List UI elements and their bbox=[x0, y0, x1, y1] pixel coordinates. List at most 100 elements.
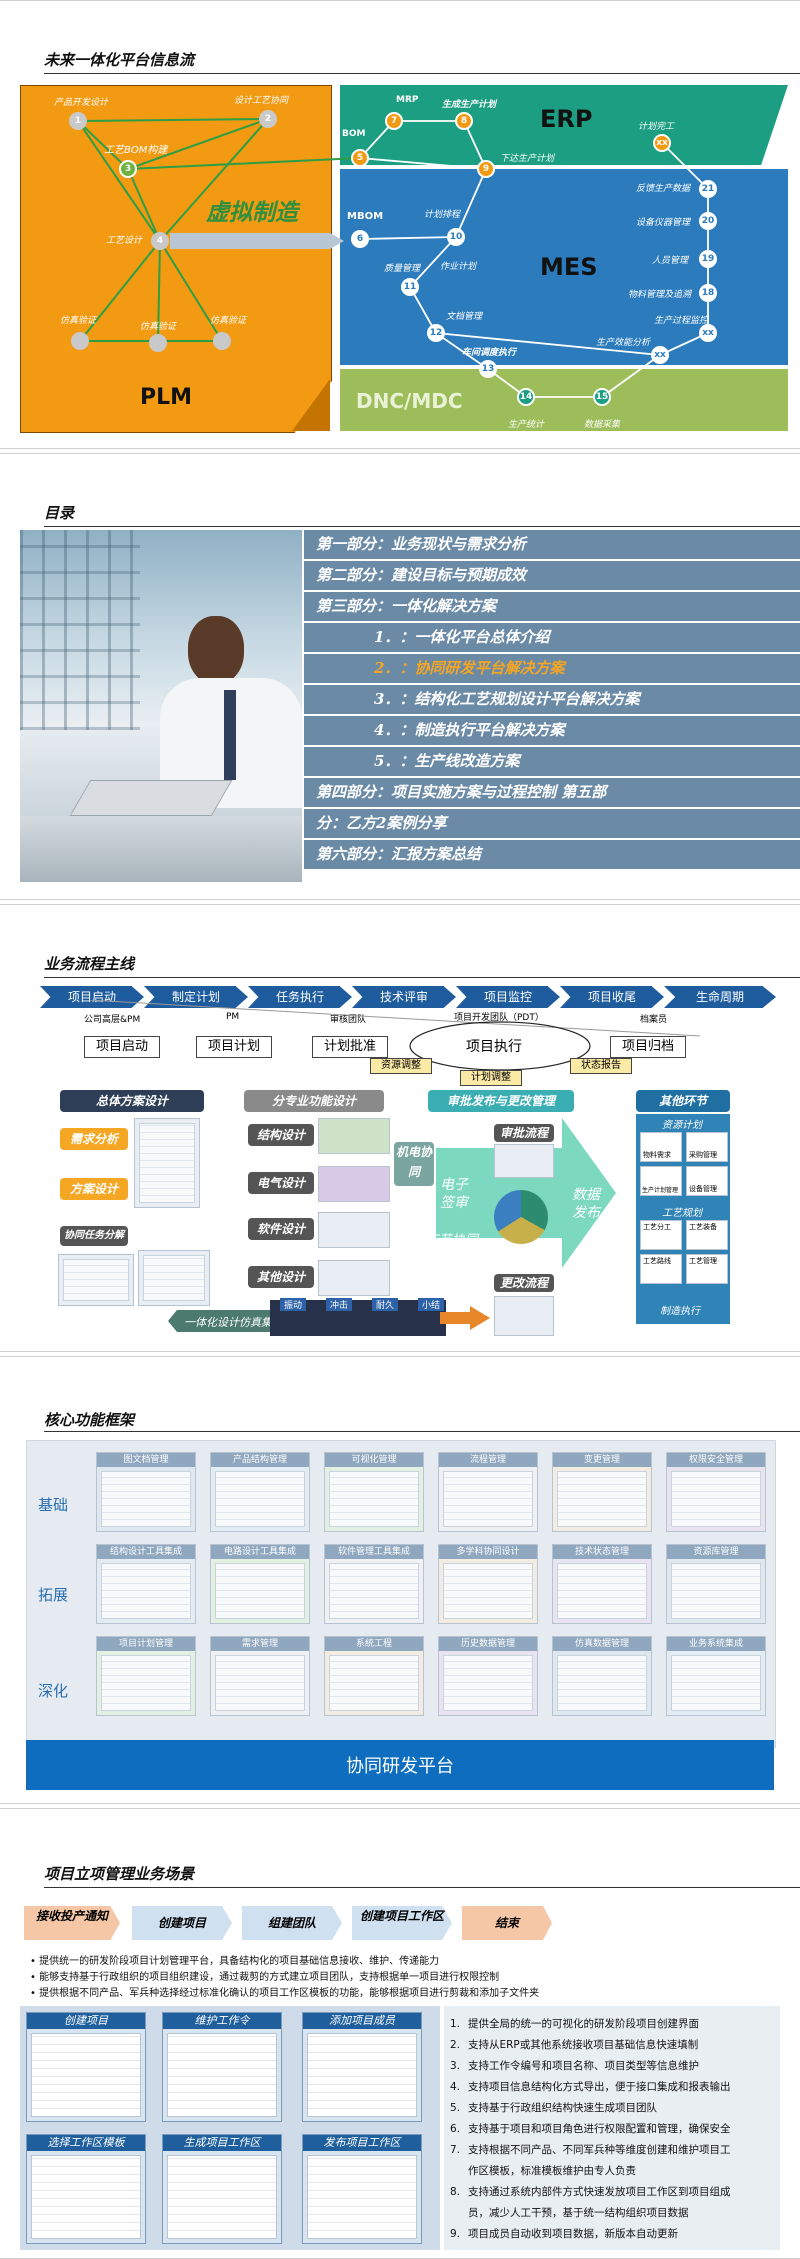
feature-text: 员，减少人工干预，基于统一结构组织项目数据 bbox=[468, 2207, 689, 2219]
toc-item-3-2[interactable]: 2．：协同研发平台解决方案 bbox=[304, 654, 800, 683]
toc-item-3-4[interactable]: 4．：制造执行平台解决方案 bbox=[304, 716, 800, 745]
review-flow: 审批流程 bbox=[494, 1124, 554, 1142]
framework-card[interactable]: 需求管理 bbox=[210, 1636, 310, 1716]
framework-card[interactable]: 电路设计工具集成 bbox=[210, 1544, 310, 1624]
framework-card-preview bbox=[443, 1471, 533, 1527]
framework-card-preview bbox=[101, 1563, 191, 1619]
platform-label: 协同研发平台 bbox=[0, 1752, 800, 1778]
mini-process-equip: 工艺装备 bbox=[686, 1220, 728, 1250]
title-rule bbox=[44, 977, 800, 978]
tag-resource-adjust: 资源调整 bbox=[370, 1058, 432, 1074]
framework-card[interactable]: 项目计划管理 bbox=[96, 1636, 196, 1716]
feature-text: 支持项目信息结构化方式导出，便于接口集成和报表输出 bbox=[468, 2081, 731, 2093]
node-11: 11 bbox=[401, 278, 419, 296]
virtual-mfg-label: 虚拟制造 bbox=[206, 193, 298, 227]
feature-text: 支持工作令编号和项目名称、项目类型等信息维护 bbox=[468, 2060, 699, 2072]
framework-card[interactable]: 业务系统集成 bbox=[666, 1636, 766, 1716]
shot-create-project: 创建项目 bbox=[26, 2012, 146, 2122]
framework-card-preview bbox=[671, 1471, 761, 1527]
label-sim-3: 仿真验证 bbox=[210, 313, 246, 326]
node-5: 5 bbox=[351, 149, 369, 167]
mfg-exec-label: 制造执行 bbox=[660, 1302, 700, 1317]
framework-card-title: 需求管理 bbox=[211, 1637, 309, 1651]
shot-create-project-title: 创建项目 bbox=[27, 2013, 145, 2029]
framework-card-title: 技术状态管理 bbox=[553, 1545, 651, 1559]
toc-item-3-5[interactable]: 5．：生产线改造方案 bbox=[304, 747, 800, 776]
row-label-deepen: 深化 bbox=[38, 1680, 68, 1701]
framework-card-preview bbox=[671, 1655, 761, 1711]
node-19: 19 bbox=[699, 250, 717, 268]
feature-item: 7.支持根据不同产品、不同军兵种等维度创建和维护项目工 bbox=[450, 2142, 731, 2157]
bullet-3-text: 提供根据不同产品、军兵种选择经过标准化确认的项目工作区模板的功能，能够根据项目进… bbox=[39, 1988, 539, 1999]
row-label-basic: 基础 bbox=[38, 1494, 68, 1515]
discipline-software: 软件设计 bbox=[248, 1218, 314, 1240]
feature-item: 9.项目成员自动收到项目数据，新版本自动更新 bbox=[450, 2226, 678, 2241]
review-thumb bbox=[494, 1144, 554, 1178]
discipline-structure: 结构设计 bbox=[248, 1124, 314, 1146]
shot-add-members-title: 添加项目成员 bbox=[303, 2013, 421, 2029]
label-sim-2: 仿真验证 bbox=[140, 319, 176, 332]
framework-card-preview bbox=[443, 1563, 533, 1619]
framework-card-title: 结构设计工具集成 bbox=[97, 1545, 195, 1559]
node-21: 21 bbox=[699, 180, 717, 198]
toc-item-part1[interactable]: 第一部分：业务现状与需求分析 bbox=[304, 530, 800, 559]
framework-card[interactable]: 资源库管理 bbox=[666, 1544, 766, 1624]
label-gen-plan: 生成生产计划 bbox=[442, 97, 496, 110]
framework-card[interactable]: 软件管理工具集成 bbox=[324, 1544, 424, 1624]
mini-production-label: 生产计划管理 bbox=[642, 1185, 678, 1194]
label-bom: BOM bbox=[342, 129, 365, 139]
framework-card[interactable]: 产品结构管理 bbox=[210, 1452, 310, 1532]
feature-item: 作区模板，标准模板维护由专人负责 bbox=[450, 2163, 636, 2178]
feature-text: 提供全局的统一的可视化的研发阶段项目创建界面 bbox=[468, 2018, 699, 2030]
feature-number: 5. bbox=[450, 2102, 468, 2114]
framework-card-title: 资源库管理 bbox=[667, 1545, 765, 1559]
feature-item: 5.支持基于行政组织结构快速生成项目团队 bbox=[450, 2100, 657, 2115]
feature-number: 8. bbox=[450, 2186, 468, 2198]
label-process-collab: 设计工艺协同 bbox=[234, 93, 288, 106]
framework-card-title: 项目计划管理 bbox=[97, 1637, 195, 1651]
toc-item-part6[interactable]: 第六部分：汇报方案总结 bbox=[304, 840, 800, 869]
shot-publish-workspace: 发布项目工作区 bbox=[302, 2134, 422, 2244]
framework-card[interactable]: 仿真数据管理 bbox=[552, 1636, 652, 1716]
slide-title: 项目立项管理业务场景 bbox=[44, 1863, 194, 1884]
node-xx-erp: xx bbox=[653, 134, 671, 152]
framework-card[interactable]: 技术状态管理 bbox=[552, 1544, 652, 1624]
feature-item: 1.提供全局的统一的可视化的研发阶段项目创建界面 bbox=[450, 2016, 699, 2031]
framework-card[interactable]: 图文档管理 bbox=[96, 1452, 196, 1532]
resource-plan-label: 资源计划 bbox=[662, 1116, 702, 1131]
toc-item-part2[interactable]: 第二部分：建设目标与预期成效 bbox=[304, 561, 800, 590]
feature-text: 支持基于行政组织结构快速生成项目团队 bbox=[468, 2102, 657, 2114]
framework-card[interactable]: 权限安全管理 bbox=[666, 1452, 766, 1532]
toc-item-3-1[interactable]: 1．：一体化平台总体介绍 bbox=[304, 623, 800, 652]
label-personnel: 人员管理 bbox=[652, 253, 688, 266]
cad-thumb-2 bbox=[318, 1166, 390, 1202]
shot-select-template: 选择工作区模板 bbox=[26, 2134, 146, 2244]
toc-item-part4[interactable]: 第四部分：项目实施方案与过程控制 第五部 bbox=[304, 778, 800, 807]
framework-card[interactable]: 变更管理 bbox=[552, 1452, 652, 1532]
toc-item-part5[interactable]: 分：乙方2案例分享 bbox=[304, 809, 800, 838]
label-material: 物料管理及追溯 bbox=[628, 287, 691, 300]
toc-item-part3[interactable]: 第三部分：一体化解决方案 bbox=[304, 592, 800, 621]
framework-card[interactable]: 可视化管理 bbox=[324, 1452, 424, 1532]
framework-card-title: 权限安全管理 bbox=[667, 1453, 765, 1467]
header-review-release: 审批发布与更改管理 bbox=[428, 1090, 574, 1112]
toc-item-3-3[interactable]: 3．：结构化工艺规划设计平台解决方案 bbox=[304, 685, 800, 714]
label-sim-1: 仿真验证 bbox=[60, 313, 96, 326]
framework-card[interactable]: 结构设计工具集成 bbox=[96, 1544, 196, 1624]
feature-text: 作区模板，标准模板维护由专人负责 bbox=[468, 2165, 636, 2177]
framework-card[interactable]: 系统工程 bbox=[324, 1636, 424, 1716]
flow-create-project: 创建项目 bbox=[132, 1906, 232, 1940]
label-doc-mgmt: 文档管理 bbox=[446, 309, 482, 322]
framework-card[interactable]: 多学科协同设计 bbox=[438, 1544, 538, 1624]
framework-card[interactable]: 历史数据管理 bbox=[438, 1636, 538, 1716]
framework-card[interactable]: 流程管理 bbox=[438, 1452, 538, 1532]
node-10: 10 bbox=[447, 228, 465, 246]
title-rule bbox=[44, 526, 800, 527]
flow-build-team: 组建团队 bbox=[242, 1906, 342, 1940]
label-plan-sched: 计划排程 bbox=[424, 207, 460, 220]
node-14: 14 bbox=[517, 388, 535, 406]
cad-thumb-4 bbox=[318, 1260, 390, 1296]
window-grid bbox=[20, 530, 140, 730]
node-13: 13 bbox=[479, 360, 497, 378]
label-proc-monitor: 生产过程监控 bbox=[654, 313, 708, 326]
